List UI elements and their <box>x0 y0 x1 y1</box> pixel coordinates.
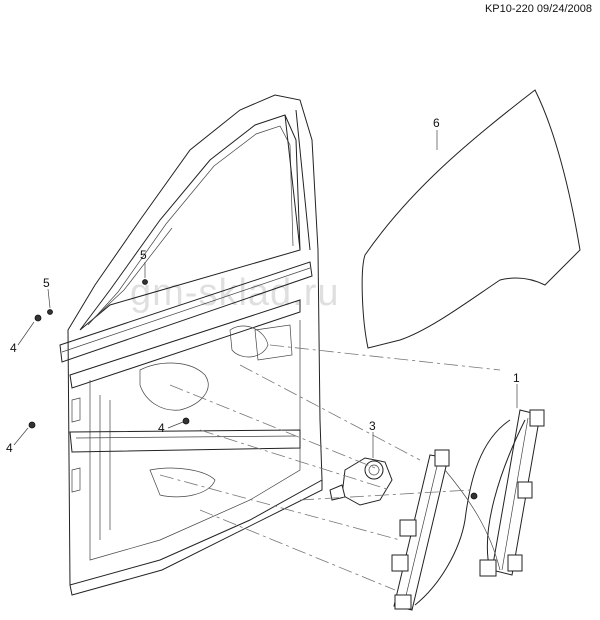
callout-6: 6 <box>433 116 440 130</box>
diagram-code-date: KP10-220 09/24/2008 <box>484 3 592 15</box>
leader-lines <box>13 130 518 458</box>
callout-4-left-upper: 4 <box>10 341 17 355</box>
callout-4-left-lower: 4 <box>6 441 13 455</box>
window-motor <box>329 457 393 506</box>
alignment-lines <box>159 344 501 591</box>
window-glass <box>361 89 581 349</box>
callout-5-center: 5 <box>140 248 147 262</box>
watermark: gm-sklad.ru <box>130 272 340 314</box>
callout-4-center: 4 <box>158 421 165 435</box>
window-regulator <box>391 409 545 611</box>
fasteners <box>28 279 190 429</box>
callout-3: 3 <box>369 419 376 433</box>
door-panel <box>59 94 323 596</box>
callout-5-left: 5 <box>43 276 50 290</box>
callout-1: 1 <box>513 371 520 385</box>
